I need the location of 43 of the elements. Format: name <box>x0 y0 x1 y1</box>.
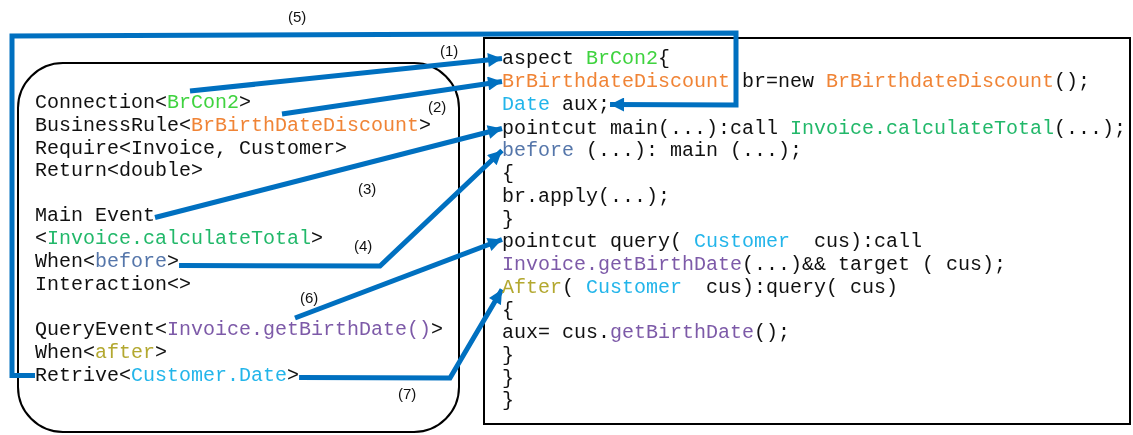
code-line: } <box>502 208 514 231</box>
code-line: { <box>502 162 514 185</box>
code-line: } <box>502 367 514 390</box>
edge-label: (6) <box>300 289 319 307</box>
code-line: BusinessRule<BrBirthDateDiscount> <box>35 114 432 137</box>
code-line: Main Event <box>35 204 156 227</box>
arrow <box>9 30 739 378</box>
code-line: { <box>502 299 514 322</box>
arrow <box>294 237 503 321</box>
code-line: before (...): main (...); <box>502 139 803 162</box>
edge-label: (2) <box>428 98 447 116</box>
edge-label: (5) <box>288 8 307 26</box>
code-line: aspect BrCon2{ <box>502 47 671 70</box>
rounded-panel <box>17 62 460 433</box>
code-line: QueryEvent<Invoice.getBirthDate()> <box>35 318 444 341</box>
arrow <box>299 288 505 381</box>
code-line: <Invoice.calculateTotal> <box>35 227 324 250</box>
arrow <box>189 53 503 94</box>
code-line: Require<Invoice, Customer> <box>35 137 348 160</box>
code-line: Return<double> <box>35 159 204 182</box>
edge-label: (3) <box>358 180 377 198</box>
code-line: Date aux; <box>502 93 611 116</box>
code-line: Invoice.getBirthDate(...)&& target ( cus); <box>502 253 1007 276</box>
edge-label: (7) <box>398 385 417 403</box>
code-line: When<before> <box>35 250 180 273</box>
code-line: Interaction<> <box>35 273 192 296</box>
code-line: aux= cus.getBirthDate(); <box>502 321 791 344</box>
arrow <box>154 125 503 220</box>
code-line: br.apply(...); <box>502 185 671 208</box>
code-line: } <box>502 389 514 412</box>
edge-label: (1) <box>440 42 459 60</box>
code-line: pointcut main(...):call Invoice.calculateTotal(...); <box>502 117 1127 140</box>
code-line: Retrive<Customer.Date> <box>35 364 300 387</box>
code-line: After( Customer cus):query( cus) <box>502 276 899 299</box>
code-line: When<after> <box>35 341 168 364</box>
code-line: Connection<BrCon2> <box>35 91 252 114</box>
code-panel <box>483 37 1131 425</box>
arrow <box>281 76 503 117</box>
arrow <box>179 148 504 269</box>
edge-label: (4) <box>354 237 373 255</box>
code-line: } <box>502 344 514 367</box>
code-line: pointcut query( Customer cus):call <box>502 230 923 253</box>
code-line: BrBirthdateDiscount br=new BrBirthdateDiscount(); <box>502 70 1091 93</box>
